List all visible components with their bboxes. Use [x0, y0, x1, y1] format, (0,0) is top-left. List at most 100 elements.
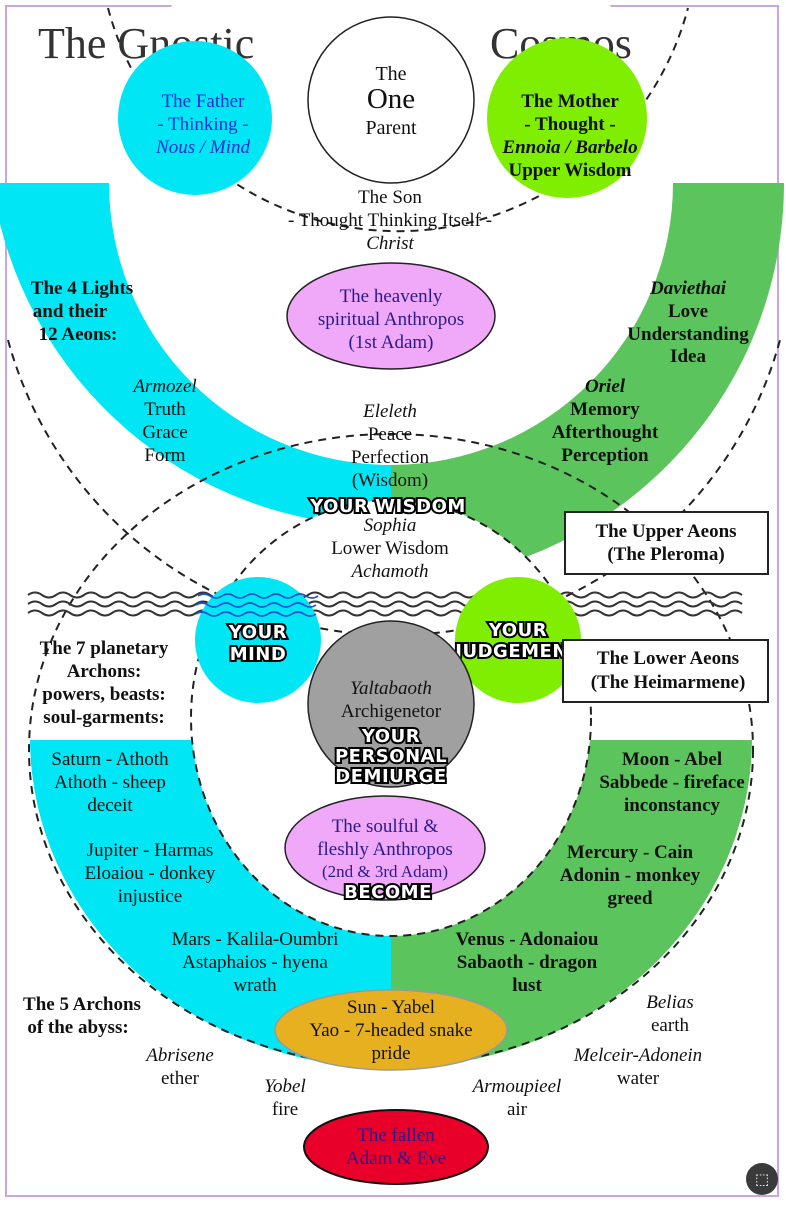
lights-line2: and their — [33, 301, 108, 322]
anthropos1-line3: (1st Adam) — [349, 332, 434, 353]
lower-aeons-box — [562, 639, 769, 703]
daviethai-line4: Idea — [670, 346, 706, 367]
armozel-line1: Armozel — [131, 376, 196, 397]
your-demiurge-line3: DEMIURGE — [335, 766, 446, 787]
belias-line1: Belias — [646, 992, 694, 1013]
son-line3: Christ — [366, 233, 414, 254]
oriel-line4: Perception — [561, 445, 649, 466]
planetary-line4: soul-garments: — [43, 707, 164, 728]
your-judgement-line1: YOUR — [488, 620, 547, 641]
lower-aeons-line1: The Lower Aeons — [597, 648, 739, 669]
oriel-line2: Memory — [570, 399, 640, 420]
your-mind-line1: YOUR — [228, 622, 287, 643]
scan-text-button[interactable]: ⬚ — [746, 1163, 778, 1195]
daviethai-line2: Love — [668, 301, 708, 322]
armoupieel-line2: air — [507, 1099, 528, 1120]
sun-ellipse — [274, 989, 508, 1071]
jupiter-line1: Jupiter - Harmas — [87, 840, 214, 861]
anthropos23-line3: (2nd & 3rd Adam) — [322, 862, 448, 881]
moon-line1: Moon - Abel — [622, 749, 722, 770]
armoupieel-line1: Armoupieel — [471, 1076, 562, 1097]
father-line3: Nous / Mind — [155, 137, 250, 158]
mother-line4: Upper Wisdom — [508, 160, 631, 181]
saturn-line2: Athoth - sheep — [54, 772, 166, 793]
mars-line1: Mars - Kalila-Oumbri — [172, 929, 339, 950]
one-line3: Parent — [365, 117, 417, 139]
moon-line3: inconstancy — [624, 795, 721, 816]
saturn-line3: deceit — [87, 795, 133, 816]
anthropos-first-ellipse — [286, 262, 496, 370]
upper-aeons-box — [564, 511, 769, 575]
anthropos1-line1: The heavenly — [340, 286, 443, 307]
mercury-line1: Mercury - Cain — [567, 842, 694, 863]
planetary-line3: powers, beasts: — [42, 684, 166, 705]
mind-waves — [195, 593, 319, 617]
upper-aeons-line1: The Upper Aeons — [595, 521, 736, 542]
one-circle — [307, 16, 475, 184]
oriel-line1: Oriel — [585, 376, 626, 397]
armozel-line2: Truth — [144, 399, 186, 420]
planetary-line1: The 7 planetary — [40, 638, 169, 659]
armozel-line4: Form — [144, 445, 185, 466]
mother-circle — [487, 38, 647, 198]
daviethai-line3: Understanding — [627, 324, 749, 345]
your-demiurge-line1: YOUR — [361, 726, 420, 747]
son-line1: The Son — [358, 187, 422, 208]
abyss-waves — [27, 591, 743, 617]
mars-line2: Astaphaios - hyena — [182, 952, 328, 973]
mother-line1: The Mother — [521, 91, 619, 112]
yaltabaoth-line2: Archigenetor — [341, 701, 442, 722]
sophia-line1: Sophia — [364, 515, 417, 536]
your-judgement-line2: JUDGEMENT — [453, 641, 581, 662]
anthropos1-line2: spiritual Anthropos — [318, 309, 464, 330]
fallen-ellipse — [303, 1109, 489, 1185]
lights-line3: 12 Aeons: — [39, 324, 118, 345]
yaltabaoth-circle — [307, 620, 475, 788]
moon-line2: Sabbede - fireface — [599, 772, 744, 793]
mars-line3: wrath — [233, 975, 277, 996]
abyss-line2: of the abyss: — [27, 1017, 128, 1038]
father-circle — [118, 41, 272, 195]
anthropos-second-ellipse — [284, 795, 486, 901]
mother-line3: Ennoia / Barbelo — [501, 137, 637, 158]
sun-line2: Yao - 7-headed snake — [309, 1020, 472, 1041]
eleleth-line4: (Wisdom) — [352, 470, 428, 491]
sophia-line3: Achamoth — [349, 561, 428, 582]
planetary-line2: Archons: — [67, 661, 142, 682]
your-mind-line2: MIND — [230, 644, 287, 665]
your-demiurge-line2: PERSONAL — [335, 746, 447, 767]
anthropos23-line1: The soulful & — [332, 816, 439, 837]
mother-line2: - Thought - — [524, 114, 616, 135]
anthropos23-line2: fleshly Anthropos — [317, 839, 453, 860]
mercury-line2: Adonin - monkey — [560, 865, 701, 886]
fallen-line1: The fallen — [357, 1125, 435, 1146]
your-mind-circle — [195, 577, 321, 703]
one-line2: One — [367, 83, 415, 115]
your-wisdom-overlay: YOUR WISDOM — [309, 496, 466, 517]
abrisene-line1: Abrisene — [144, 1045, 214, 1066]
melceir-line2: water — [617, 1068, 660, 1089]
jupiter-line3: injustice — [118, 886, 182, 907]
armozel-line3: Grace — [142, 422, 187, 443]
lights-line1: The 4 Lights — [31, 278, 133, 299]
eleleth-line2: Peace — [368, 424, 412, 445]
oriel-line3: Afterthought — [552, 422, 659, 443]
scan-icon: ⬚ — [754, 1170, 770, 1188]
lower-aeons-line2: (The Heimarmene) — [591, 672, 746, 693]
mercury-line3: greed — [607, 888, 652, 909]
fallen-line2: Adam & Eve — [346, 1148, 446, 1169]
venus-line3: lust — [512, 975, 542, 996]
jupiter-line2: Eloaiou - donkey — [85, 863, 216, 884]
son-line2: - Thought Thinking Itself - — [288, 210, 492, 231]
become-overlay: BECOME — [344, 882, 432, 903]
your-judgement-circle — [455, 577, 581, 703]
eleleth-line3: Perfection — [351, 447, 430, 468]
saturn-line1: Saturn - Athoth — [51, 749, 169, 770]
melceir-line1: Melceir-Adonein — [573, 1045, 702, 1066]
belias-line2: earth — [651, 1015, 689, 1036]
abrisene-line2: ether — [161, 1068, 200, 1089]
sun-line3: pride — [371, 1043, 410, 1064]
father-line1: The Father — [162, 91, 246, 112]
abyss-line1: The 5 Archons — [23, 994, 141, 1015]
